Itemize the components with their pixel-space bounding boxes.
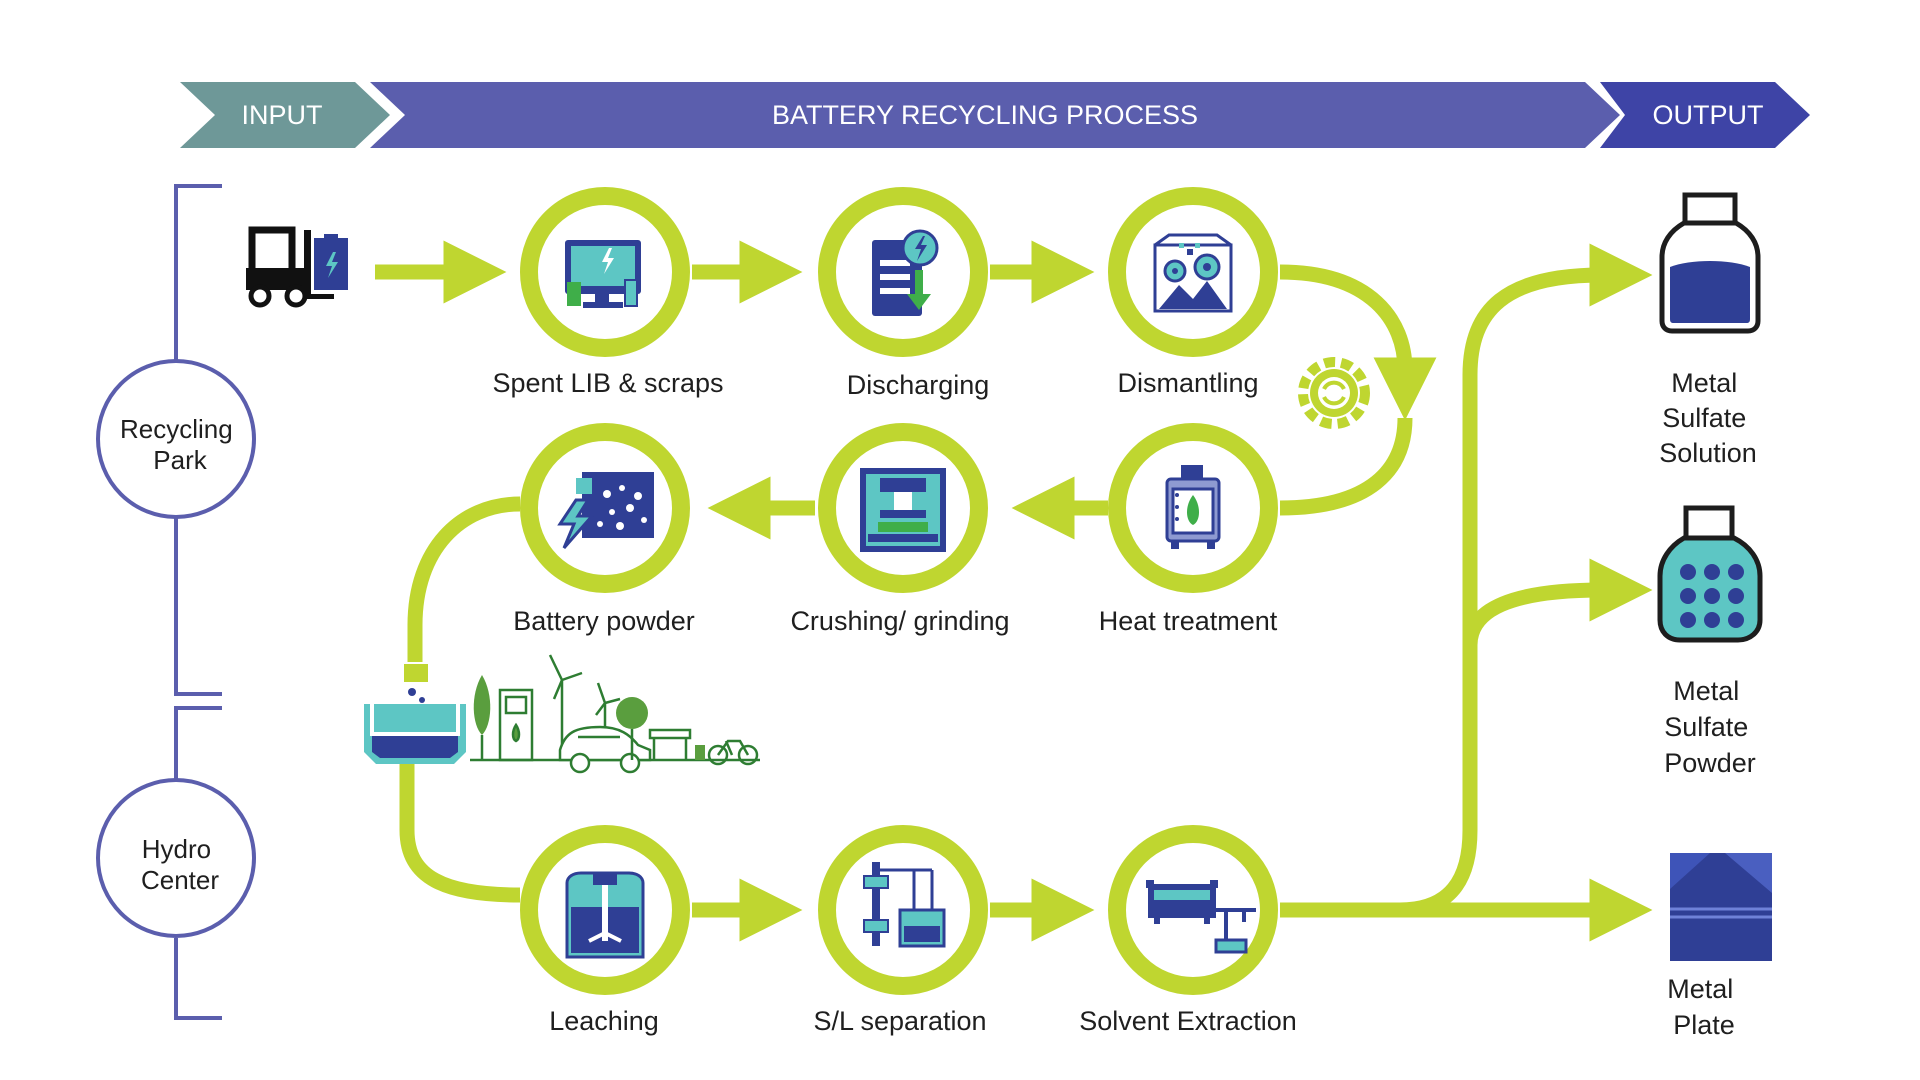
hydro-center-label-2: Center [141,865,219,895]
output-powder-line-1: Metal [1673,676,1739,706]
output-solution-line-2: Sulfate [1662,403,1746,433]
flow-curve-to-heat [1279,417,1413,516]
press-icon [860,468,946,552]
svg-text:Metal Sulfate Powd: Metal Sulfate Powder [1664,676,1756,778]
recycling-park-label-1: Recycling [120,414,233,444]
label-spent-lib: Spent LIB & scraps [492,368,723,398]
hydro-center-circle [96,778,256,938]
metal-plate-icon [1670,853,1772,961]
label-sl-separation: S/L separation [813,1006,986,1036]
flow-branch-up [1280,243,1653,918]
recycling-park-bracket [174,184,222,696]
hydro-center-label-1: Hydro [142,834,211,864]
output-header: OUTPUT [1653,100,1764,130]
recycling-park-label-2: Park [153,445,207,475]
label-leaching: Leaching [549,1006,659,1036]
label-solvent-extraction: Solvent Extraction [1079,1006,1297,1036]
svg-text:Hydro Center: Hydro Center [141,834,219,895]
forklift-icon [246,226,348,308]
flow-curve-hopper-leaching [399,760,521,903]
dismantle-box-icon [1153,233,1233,313]
step-labels: Spent LIB & scraps Discharging Dismantli… [492,368,1296,1036]
output-plate-line-1: Metal [1667,974,1733,1004]
label-heat-treatment: Heat treatment [1099,606,1278,636]
input-banner [180,82,390,148]
powder-jar-icon [1657,505,1763,643]
output-solution-line-1: Metal [1671,368,1737,398]
flow-curve-powder-hopper [407,496,521,662]
flow-lines [375,240,1653,942]
label-battery-powder: Battery powder [513,606,695,636]
computer-scraps-icon [565,240,641,308]
svg-text:Recycling Park: Recycling Park [120,414,240,475]
furnace-icon [1165,465,1221,549]
output-plate-line-2: Plate [1673,1010,1735,1040]
step-circle-dismantling [1108,187,1278,357]
solvent-extraction-icon [1146,880,1256,954]
solution-bottle-icon [1659,192,1761,334]
process-header: BATTERY RECYCLING PROCESS [772,100,1198,130]
label-crushing: Crushing/ grinding [790,606,1009,636]
output-powder-line-2: Sulfate [1664,712,1748,742]
separation-icon [863,862,946,948]
header-banner: INPUT BATTERY RECYCLING PROCESS OUTPUT [180,82,1810,148]
recycling-park-circle [96,359,256,519]
flow-arrow-dismantling-turn [1279,264,1437,421]
label-discharging: Discharging [847,370,990,400]
output-labels: Metal Sulfate Solution Metal Sulfate Pow… [1659,368,1757,1040]
label-dismantling: Dismantling [1117,368,1258,398]
gear-icon [1298,357,1370,429]
output-solution-line-3: Solution [1659,438,1757,468]
svg-text:Metal Plate: Metal Plate [1667,974,1741,1040]
hopper-icon [364,664,466,764]
output-powder-line-3: Powder [1664,748,1756,778]
discharge-clipboard-icon [872,229,939,316]
battery-powder-icon [557,472,654,549]
hydro-center-bracket [174,706,222,1020]
group-recycling-park: Recycling Park [96,184,256,696]
svg-text:Metal Sulfate Solu: Metal Sulfate Solution [1659,368,1757,468]
input-header: INPUT [242,100,323,130]
green-city-icon [470,654,760,774]
output-banner [1600,82,1810,148]
group-hydro-center: Hydro Center [96,706,256,1020]
process-banner [370,82,1620,148]
flow-branch-mid [1462,558,1653,646]
leaching-tank-icon [565,871,645,959]
